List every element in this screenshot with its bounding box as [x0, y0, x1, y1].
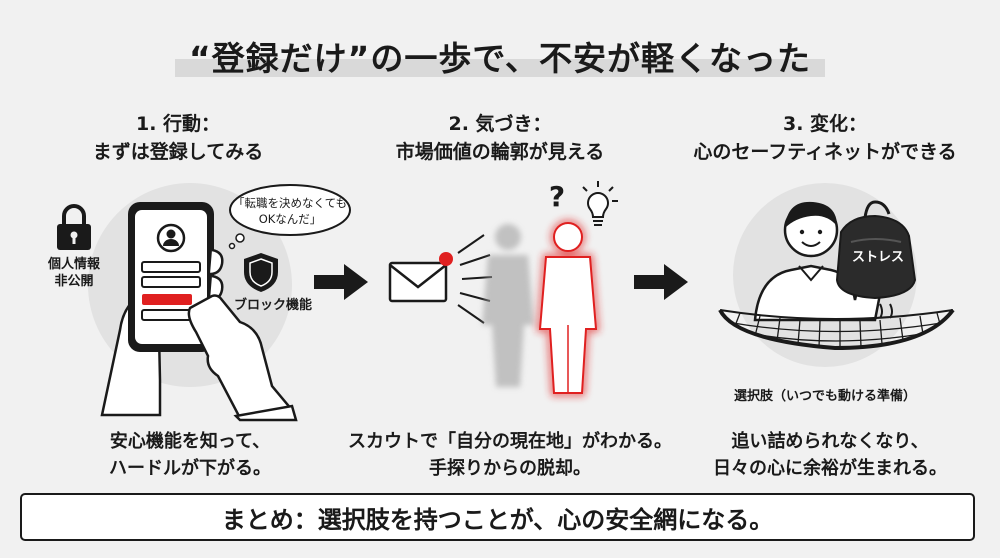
- safety-net: [718, 308, 955, 351]
- step2-heading: 2. 気づき： 市場価値の輪郭が見える: [375, 110, 625, 166]
- step3-caption: 追い詰められなくなり、 日々の心に余裕が生まれる。: [690, 428, 970, 482]
- step3-caption-line1: 追い詰められなくなり、: [731, 431, 929, 452]
- shield-label: ブロック機能: [233, 298, 312, 313]
- lock-label-line1: 個人情報: [47, 257, 100, 272]
- step1-heading-number: 1. 行動：: [135, 113, 221, 135]
- step1-illustration: [57, 183, 351, 422]
- step1-caption-line1: 安心機能を知って、: [109, 431, 271, 452]
- step1-heading: 1. 行動： まずは登録してみる: [58, 110, 298, 166]
- stress-bag-icon: [835, 200, 917, 300]
- net-label: 選択肢（いつでも動ける準備）: [733, 389, 916, 404]
- shield-icon: [244, 253, 278, 292]
- arrow-right-icon: [314, 264, 368, 300]
- title-wrap: “登録だけ”の一歩で、不安が軽くなった: [0, 30, 1000, 80]
- step3-heading: 3. 変化： 心のセーフティネットができる: [690, 110, 960, 166]
- speech-bubble: [228, 184, 351, 250]
- step2-heading-text: 市場価値の輪郭が見える: [395, 141, 605, 163]
- step2-caption-line2: 手探りからの脱却。: [429, 458, 591, 479]
- step2-caption-line1: スカウトで「自分の現在地」がわかる。: [348, 431, 672, 452]
- notification-dot: [439, 252, 453, 266]
- speech-bubble-line2: OKなんだ」: [258, 212, 322, 226]
- step3-heading-text: 心のセーフティネットができる: [693, 141, 957, 163]
- lock-label: 個人情報 非公開: [44, 256, 104, 290]
- clear-person: [536, 220, 600, 396]
- summary-box: まとめ：選択肢を持つことが、心の安全網になる。: [20, 493, 975, 541]
- blurred-person: [482, 224, 534, 387]
- summary-text: まとめ：選択肢を持つことが、心の安全網になる。: [221, 505, 774, 534]
- envelope-icon: [388, 252, 453, 303]
- speech-bubble-text: 「転職を決めなくても OKなんだ」: [232, 195, 348, 227]
- lightbulb-icon: [582, 181, 618, 226]
- page-title: “登録だけ”の一歩で、不安が軽くなった: [174, 30, 826, 80]
- stress-bag-label: ストレス: [851, 250, 904, 265]
- speech-bubble-line1: 「転職を決めなくても: [232, 196, 348, 210]
- right-hand: [187, 294, 295, 420]
- step3-illustration: [718, 183, 955, 367]
- step1-caption: 安心機能を知って、 ハードルが下がる。: [40, 428, 340, 482]
- step3-caption-line2: 日々の心に余裕が生まれる。: [713, 458, 947, 479]
- smiling-person: [753, 201, 889, 322]
- arrow-right-icon-2: [634, 264, 688, 300]
- register-button-shape: [142, 294, 192, 305]
- step2-caption: スカウトで「自分の現在地」がわかる。 手探りからの脱却。: [345, 428, 675, 482]
- lock-label-line2: 非公開: [54, 274, 94, 289]
- question-mark: ?: [548, 180, 566, 213]
- step1-heading-text: まずは登録してみる: [92, 141, 264, 163]
- step2-heading-number: 2. 気づき：: [448, 113, 552, 135]
- lock-icon: [57, 204, 91, 250]
- step3-heading-number: 3. 変化：: [782, 113, 868, 135]
- step2-illustration: [388, 181, 618, 396]
- step1-caption-line2: ハードルが下がる。: [109, 458, 271, 479]
